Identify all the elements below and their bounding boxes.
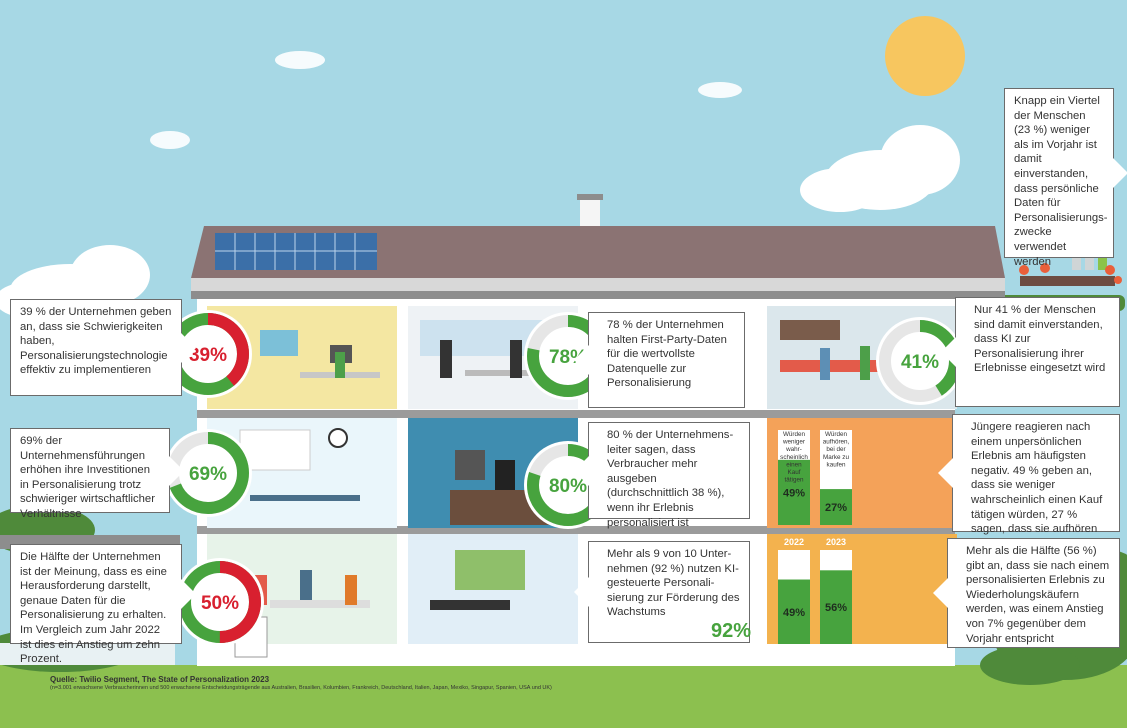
bar-label: 56% (825, 602, 847, 614)
source-line: Quelle: Twilio Segment, The State of Per… (50, 675, 270, 684)
roof (191, 226, 1005, 278)
bar-56 (820, 570, 852, 644)
callout-39: 39 % der Unternehmen geben an, dass sie … (10, 299, 196, 396)
donut-label: 39% (189, 345, 227, 366)
callout-80: 80 % der Unternehmens- leiter sagen, das… (574, 422, 750, 529)
training-details (430, 550, 525, 610)
stat-92: 92% (711, 620, 752, 642)
callout-92-text: Mehr als 9 von 10 Unter- nehmen (92 %) n… (607, 548, 740, 619)
donut-label: 50% (201, 593, 239, 614)
cloud-icon (150, 51, 742, 149)
donut-69: 69% (164, 429, 252, 517)
lawn (0, 665, 1127, 728)
callout-young: Jüngere reagieren nach einem unpersönlic… (938, 414, 1120, 564)
meeting-details (239, 428, 360, 501)
sun-icon (885, 16, 965, 96)
callout-41: Nur 41 % der Menschen sind damit einvers… (941, 297, 1120, 407)
cloud-icon (800, 125, 960, 212)
chimney (580, 196, 600, 226)
callout-92: Mehr als 9 von 10 Unter- nehmen (92 %) n… (574, 541, 750, 643)
team-details (255, 570, 370, 608)
callout-78: 78 % der Unternehmen halten First-Party-… (574, 312, 745, 408)
fence (0, 643, 175, 665)
callout-50: Die Hälfte der Unternehmen ist der Meinu… (10, 544, 196, 665)
source-note: (n=3.001 erwachsene Verbraucherinnen und… (50, 685, 552, 691)
callout-consent-data: Knapp ein Viertel der Menschen (23 %) we… (1004, 88, 1127, 268)
bar-label: 49% (783, 607, 805, 619)
bar-49 (778, 459, 810, 525)
donut-label: 41% (901, 352, 939, 373)
bar-label: 49% (783, 487, 805, 499)
donut-value-arc (167, 432, 249, 514)
bar-49 (778, 579, 810, 644)
bar-label: 27% (825, 502, 847, 514)
office-details (260, 330, 380, 378)
bar-27 (820, 489, 852, 525)
garden-bed (1020, 276, 1115, 286)
bar-year: 2022 (784, 537, 804, 547)
flower-icon (1019, 263, 1122, 284)
donut-value-arc (179, 561, 261, 643)
callout-69: 69% der Unternehmensführungen erhöhen ih… (10, 428, 184, 520)
bar-year: 2023 (826, 537, 846, 547)
donut-label: 69% (189, 464, 227, 485)
kitchen-details (780, 320, 890, 380)
donut-value-arc (167, 313, 249, 395)
callout-56: Mehr als die Hälfte (56 %) gibt an, dass… (933, 538, 1120, 648)
